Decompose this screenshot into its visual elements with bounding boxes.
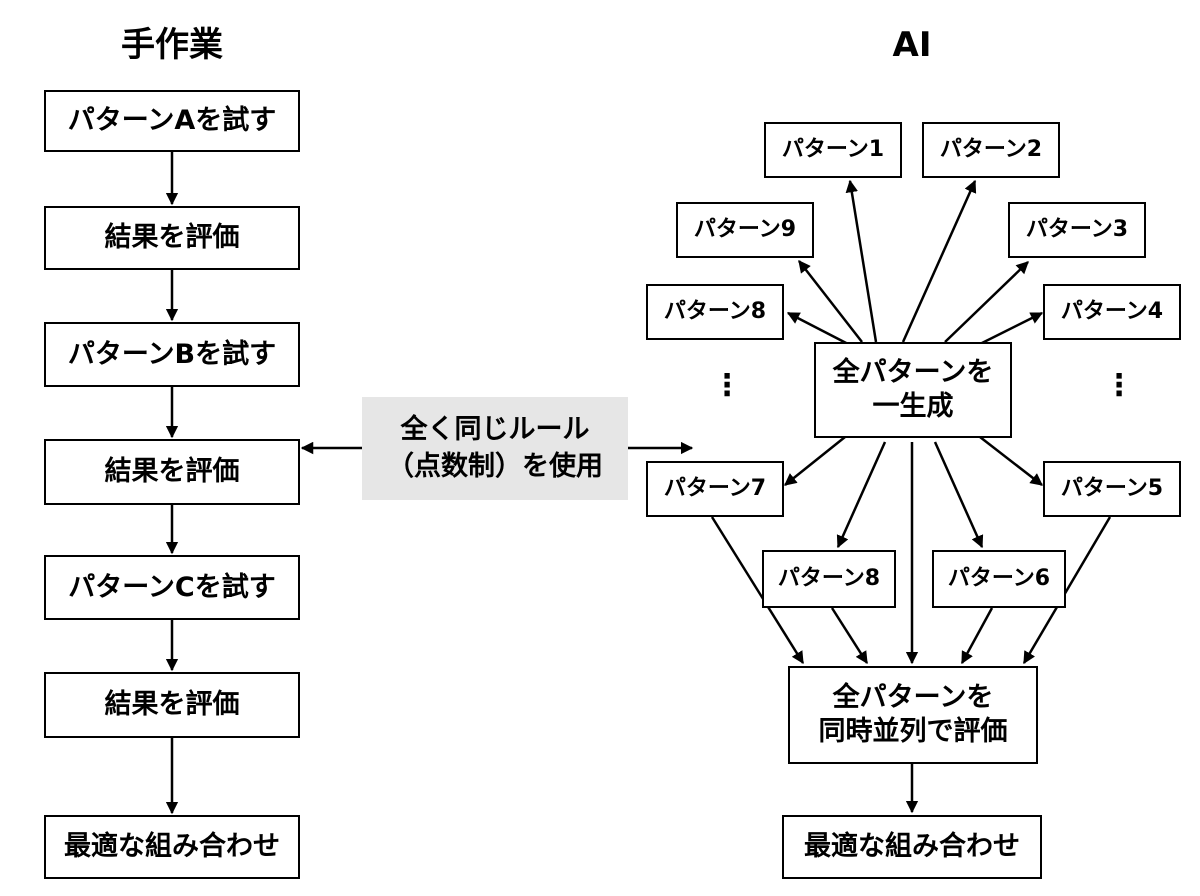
- evaluate-line-2: 同時並列で評価: [818, 716, 1008, 747]
- manual-result: 最適な組み合わせ: [44, 815, 300, 879]
- pattern-8: パターン8: [646, 284, 784, 340]
- manual-step-4: 結果を評価: [44, 439, 300, 505]
- pattern-8-lower: パターン8: [762, 550, 896, 608]
- arrow-gen-p8b: [836, 441, 887, 549]
- generate-all-box: 全パターンを 一生成: [814, 342, 1012, 438]
- arrow-gen-p9: [798, 260, 863, 343]
- arrow-gen-p2: [901, 179, 977, 343]
- arrow-gen-p5: [979, 436, 1043, 486]
- arrow-p8b-eval: [830, 607, 869, 665]
- pattern-6: パターン6: [932, 550, 1066, 608]
- arrow-p7-eval: [710, 516, 805, 665]
- rule-line-2: （点数制）を使用: [387, 450, 603, 482]
- arrow-gen-p6: [933, 441, 984, 549]
- pattern-3: パターン3: [1008, 202, 1146, 258]
- generate-line-2: 一生成: [872, 391, 954, 422]
- pattern-1: パターン1: [764, 122, 902, 178]
- manual-step-1: パターンAを試す: [44, 90, 300, 152]
- arrow-gen-p4: [977, 311, 1044, 347]
- pattern-7: パターン7: [646, 461, 784, 517]
- manual-title: 手作業: [121, 25, 223, 65]
- arrow-gen-p7: [784, 436, 846, 486]
- generate-line-1: 全パターンを: [832, 357, 994, 389]
- arrow-gen-p8: [786, 311, 851, 347]
- arrow-p6-eval: [960, 607, 994, 665]
- pattern-2: パターン2: [922, 122, 1060, 178]
- manual-step-5: パターンCを試す: [44, 555, 300, 620]
- arrow-p5-eval: [1022, 516, 1112, 665]
- pattern-5: パターン5: [1043, 461, 1181, 517]
- ai-title: AI: [892, 25, 932, 65]
- ellipsis-right: ⋮: [1104, 368, 1134, 403]
- arrow-gen-p1: [845, 179, 878, 343]
- ai-result: 最適な組み合わせ: [782, 815, 1042, 879]
- evaluate-all-box: 全パターンを 同時並列で評価: [788, 666, 1038, 764]
- arrow-gen-p3: [944, 261, 1029, 343]
- manual-step-3: パターンBを試す: [44, 322, 300, 387]
- pattern-9: パターン9: [676, 202, 814, 258]
- evaluate-line-1: 全パターンを: [832, 682, 994, 714]
- ellipsis-left: ⋮: [712, 368, 742, 403]
- shared-rule-box: 全く同じルール （点数制）を使用: [362, 397, 628, 500]
- rule-line-1: 全く同じルール: [400, 414, 590, 446]
- pattern-4: パターン4: [1043, 284, 1181, 340]
- manual-step-2: 結果を評価: [44, 206, 300, 270]
- manual-step-6: 結果を評価: [44, 672, 300, 738]
